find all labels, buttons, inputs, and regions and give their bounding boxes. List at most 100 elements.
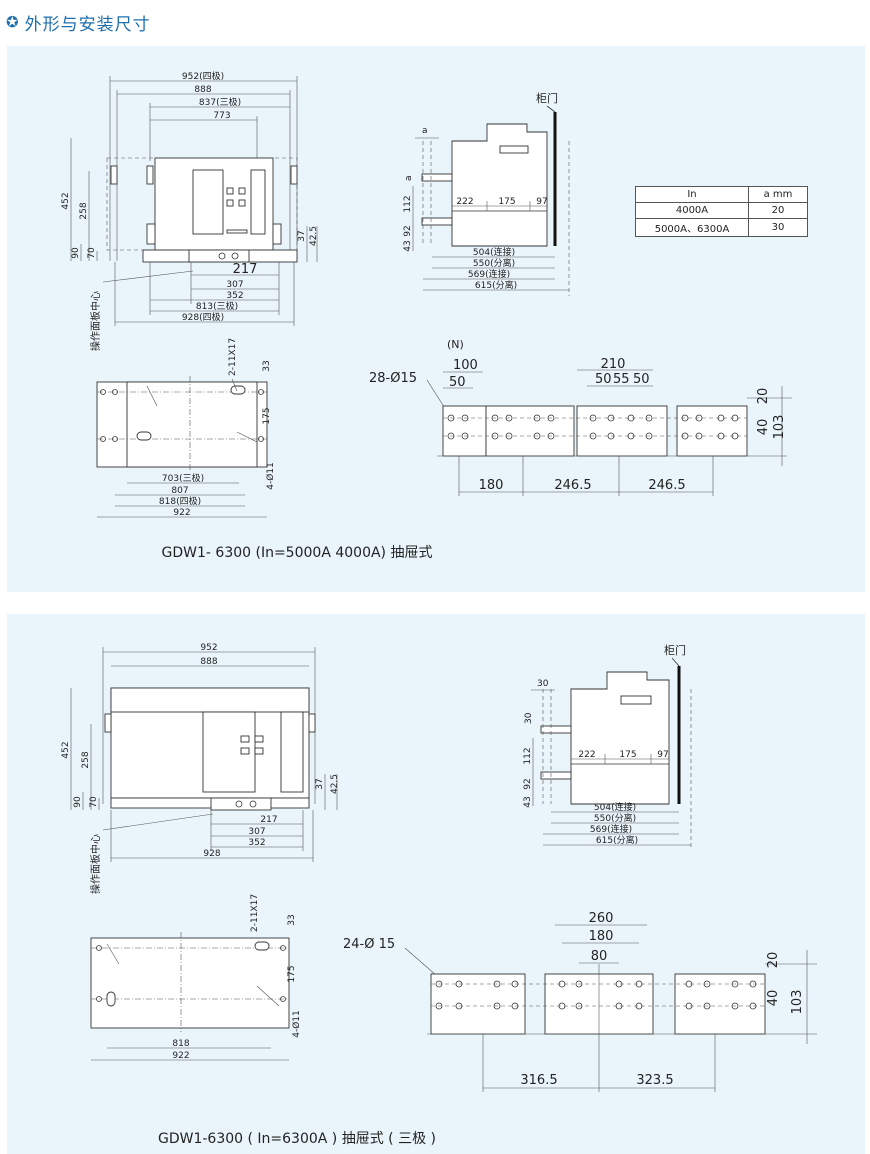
- dim-50-a: 50: [595, 372, 612, 387]
- dim-504-p2: 504(连接): [594, 801, 636, 813]
- dim-30-top: 30: [537, 679, 549, 689]
- dim-352-p2: 352: [248, 838, 265, 848]
- holes-24-label: 24-Ø 15: [343, 937, 395, 952]
- front-view-1: 952(四极) 888 837(三极) 773 452 258 90 70: [61, 70, 319, 351]
- side-view-2: 柜门 30 30 112 92 43 222 175 97 504(连接) 55…: [523, 643, 692, 850]
- dim-100: 100: [453, 358, 478, 373]
- dim-813: 813(三极): [196, 300, 238, 312]
- dim-888: 888: [194, 85, 211, 95]
- a-dimension-table: In a mm 4000A 20 5000A、6300A 30: [635, 186, 808, 237]
- dim-504: 504(连接): [473, 246, 515, 258]
- section-title: 外形与安装尺寸: [24, 14, 151, 35]
- dim-175-p2: 175: [619, 750, 636, 760]
- side-view-1: 柜门 a a 112 92 43 222 175 97 504(连接) 550(…: [403, 91, 570, 296]
- dim-50-n: 50: [449, 375, 466, 390]
- dim-258-p2: 258: [81, 751, 91, 768]
- dim-50-b: 50: [633, 372, 650, 387]
- dim-70-p2: 70: [89, 796, 99, 808]
- table-row: 5000A、6300A 30: [635, 218, 808, 237]
- dim-43: 43: [403, 240, 413, 251]
- dim-807: 807: [171, 486, 188, 496]
- dim-103: 103: [772, 415, 787, 440]
- dim-550: 550(分离): [473, 257, 515, 269]
- star-icon: ✪: [6, 12, 19, 31]
- dim-90: 90: [71, 247, 81, 259]
- dim-258: 258: [79, 202, 89, 219]
- drawing-panel2: 952 888 452 258 90 70 37 42.5: [61, 643, 817, 1092]
- dim-246-5-a: 246.5: [554, 478, 591, 493]
- dim-952: 952(四极): [182, 70, 224, 82]
- op-center-label-p2: 操作面板中心: [89, 834, 102, 894]
- dim-615-p2: 615(分离): [596, 834, 638, 846]
- panel-drawer-6300a: 952 888 452 258 90 70 37 42.5: [7, 614, 865, 1154]
- dim-92-p2: 92: [523, 778, 533, 789]
- dim-30-mid: 30: [524, 712, 534, 724]
- dim-33: 33: [262, 360, 272, 371]
- dim-818: 818(四极): [159, 495, 201, 507]
- cabinet-door-label-p2: 柜门: [664, 643, 686, 657]
- cabinet-door-label: 柜门: [536, 91, 558, 105]
- drawing-panel1: 952(四极) 888 837(三极) 773 452 258 90 70: [61, 70, 792, 518]
- hole-spec-label-p2: 2-11X17: [250, 894, 260, 932]
- table-header-row: In a mm: [635, 186, 808, 203]
- dim-103-p2: 103: [790, 990, 805, 1015]
- table-cell: 20: [748, 202, 808, 219]
- dim-4-11: 4-Ø11: [265, 462, 276, 490]
- dim-615: 615(分离): [475, 279, 517, 291]
- dim-43-p2: 43: [523, 796, 533, 807]
- dim-837: 837(三极): [199, 96, 241, 108]
- holes-28-label: 28-Ø15: [369, 371, 417, 386]
- front-view-2: 952 888 452 258 90 70 37 42.5: [61, 643, 340, 894]
- dim-175: 175: [498, 197, 515, 207]
- dim-a-top: a: [422, 126, 428, 136]
- dim-80: 80: [591, 949, 608, 964]
- dim-928-p2: 928: [203, 849, 220, 859]
- table-cell: 30: [748, 218, 808, 237]
- dim-217: 217: [233, 262, 258, 277]
- dim-818-p2: 818: [172, 1039, 189, 1049]
- dim-323-5: 323.5: [636, 1073, 673, 1088]
- dim-260: 260: [589, 911, 614, 926]
- terminal-view-1: (N) 100 50 28-Ø15 210 50 55 50: [369, 338, 792, 496]
- dim-55: 55: [613, 372, 630, 387]
- table-header-cell: a mm: [748, 186, 808, 203]
- dim-703: 703(三极): [162, 472, 204, 484]
- dim-180-p2: 180: [589, 929, 614, 944]
- dim-222-p2: 222: [578, 750, 595, 760]
- panel-drawer-5000a: 952(四极) 888 837(三极) 773 452 258 90 70: [7, 46, 865, 592]
- neutral-label: (N): [447, 338, 464, 351]
- panel1-caption: GDW1- 6300 (In=5000A 4000A) 抽屉式: [161, 545, 433, 561]
- dim-40: 40: [756, 419, 771, 436]
- dim-90-p2: 90: [73, 796, 83, 808]
- plan-view-2: 2-11X17 33 175 4-Ø11 818 922: [90, 894, 302, 1061]
- dim-928: 928(四极): [182, 311, 224, 323]
- dim-316-5: 316.5: [520, 1073, 557, 1088]
- op-center-label: 操作面板中心: [89, 291, 102, 351]
- dim-20: 20: [756, 388, 771, 405]
- dim-210: 210: [601, 357, 626, 372]
- panel2-caption: GDW1-6300 ( In=6300A ) 抽屉式 ( 三极 ): [158, 1131, 436, 1147]
- terminal-view-2: 24-Ø 15 260 180 80 20 40: [343, 911, 817, 1092]
- dim-42-5: 42.5: [309, 226, 319, 246]
- section-header: ✪ 外形与安装尺寸: [6, 8, 151, 36]
- dim-452-p2: 452: [61, 741, 71, 758]
- dim-37-p2: 37: [315, 778, 325, 789]
- dim-175-plan-p2: 175: [287, 965, 297, 982]
- table-row: 4000A 20: [635, 202, 808, 219]
- dim-569-p2: 569(连接): [590, 823, 632, 835]
- dim-92: 92: [403, 225, 413, 236]
- dim-307: 307: [226, 280, 243, 290]
- dim-42-5-p2: 42.5: [330, 774, 340, 794]
- plan-view-1: 2-11X17 33 175 4-Ø11 703(三极) 807 818(四极)…: [96, 338, 276, 518]
- dim-217-p2: 217: [260, 815, 277, 825]
- dim-70: 70: [87, 247, 97, 259]
- terminal-holes-1: [447, 414, 739, 440]
- dim-352: 352: [226, 291, 243, 301]
- dim-922-p2: 922: [172, 1051, 189, 1061]
- table-cell: 4000A: [635, 202, 749, 219]
- dim-180: 180: [479, 478, 504, 493]
- dim-4-11-p2: 4-Ø11: [291, 1010, 302, 1038]
- dim-307-p2: 307: [248, 827, 265, 837]
- dim-112-p2: 112: [523, 747, 533, 764]
- table-header-cell: In: [635, 186, 749, 203]
